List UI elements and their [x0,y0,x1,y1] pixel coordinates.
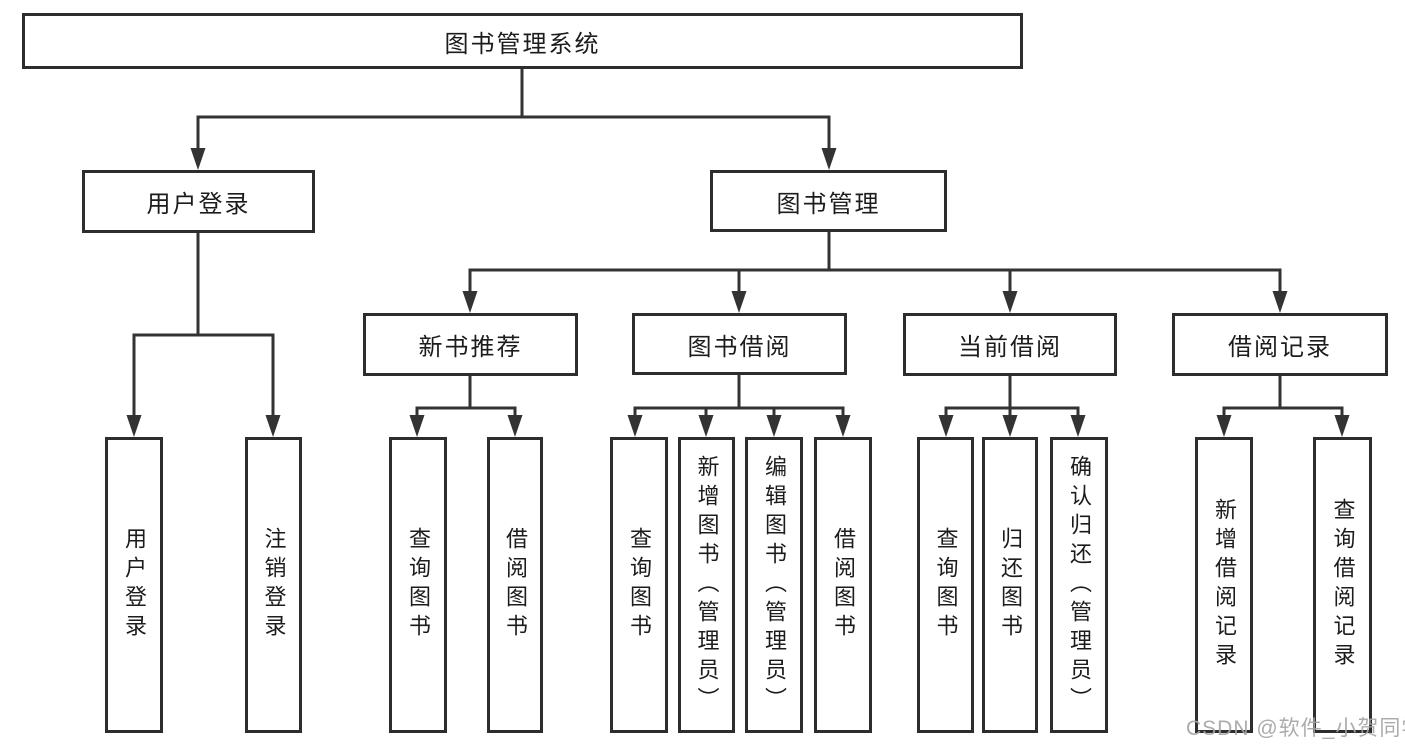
node-label: 新增借阅记录 [1212,498,1237,672]
node-label: 编辑图书（管理员） [762,454,787,716]
node-label: 借阅记录 [1228,334,1332,361]
leaf-borrow-book-recommend: 借阅图书 [487,437,543,733]
node-label: 新书推荐 [418,334,523,361]
leaf-user-login: 用户登录 [105,437,163,733]
node-library-management-system: 图书管理系统 [22,13,1023,69]
node-book-management: 图书管理 [710,170,947,232]
node-label: 查询图书 [406,527,431,643]
node-label: 查询图书 [933,527,959,643]
leaf-query-book-borrow: 查询图书 [610,437,668,733]
node-label: 查询借阅记录 [1330,498,1356,672]
node-label: 查询图书 [627,527,652,643]
csdn-watermark: CSDN @软件_小贺同学 [1186,717,1405,740]
node-label: 图书管理 [776,190,881,218]
node-label: 注销登录 [261,527,287,643]
leaf-add-borrow-record: 新增借阅记录 [1195,437,1253,733]
leaf-edit-book-admin: 编辑图书（管理员） [745,437,803,733]
node-borrow-records: 借阅记录 [1172,313,1388,376]
node-label: 用户登录 [122,527,147,643]
node-label: 新增图书（管理员） [694,454,720,716]
leaf-query-book-recommend: 查询图书 [389,437,447,733]
leaf-borrow-book: 借阅图书 [814,437,872,733]
leaf-logout-login: 注销登录 [245,437,302,733]
node-user-login: 用户登录 [82,170,315,233]
leaf-query-borrow-record: 查询借阅记录 [1313,437,1372,733]
node-label: 用户登录 [146,191,251,218]
leaf-add-book-admin: 新增图书（管理员） [678,437,735,733]
node-label: 借阅图书 [831,527,856,643]
node-current-borrow: 当前借阅 [903,313,1117,376]
node-label: 归还图书 [998,527,1023,643]
node-label: 确认归还（管理员） [1067,454,1092,716]
node-new-book-recommend: 新书推荐 [363,313,578,376]
node-label: 当前借阅 [958,334,1062,361]
node-label: 借阅图书 [503,527,528,643]
node-label: 图书管理系统 [444,30,601,58]
leaf-confirm-return-admin: 确认归还（管理员） [1050,437,1108,733]
node-book-borrow: 图书借阅 [632,313,847,375]
leaf-return-book: 归还图书 [982,437,1038,733]
leaf-query-book-current: 查询图书 [917,437,974,733]
node-label: 图书借阅 [687,333,792,361]
